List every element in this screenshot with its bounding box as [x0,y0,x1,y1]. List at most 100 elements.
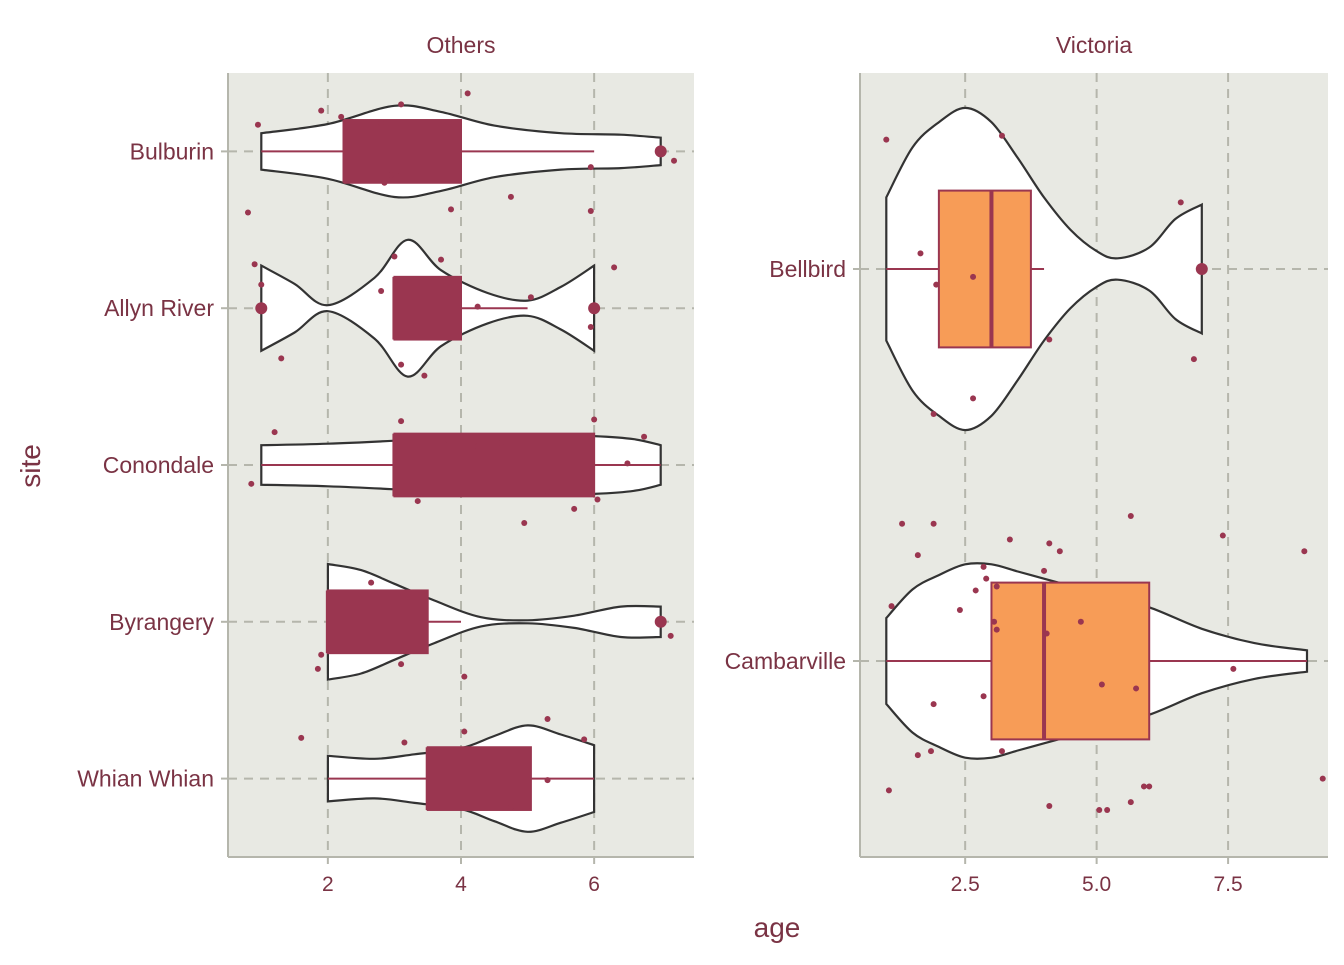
x-tick-label: 2 [322,873,334,896]
jitter-point [444,436,451,443]
jitter-point [251,261,258,268]
jitter-point [368,579,375,586]
y-tick-label: Cambarville [725,648,846,674]
jitter-point [398,418,405,425]
jitter-point [421,372,428,379]
x-tick-label: 5.0 [1082,873,1111,896]
outlier-point [588,302,601,315]
jitter-point [1006,536,1013,543]
jitter-point [1146,783,1153,790]
jitter-point [641,433,648,440]
jitter-point [271,429,278,436]
jitter-point [1133,685,1140,692]
jitter-point [507,803,514,810]
jitter-point [544,777,551,784]
jitter-point [914,552,921,559]
jitter-point [521,520,528,527]
panel-title: Victoria [1056,32,1132,58]
jitter-point [917,250,924,257]
jitter-point [544,488,551,495]
jitter-point [993,626,1000,633]
outlier-point [255,302,268,315]
y-tick-label: Conondale [103,452,214,478]
jitter-point [1140,783,1147,790]
jitter-point [587,164,594,171]
jitter-point [571,505,578,512]
jitter-point [991,618,998,625]
jitter-point [507,193,514,200]
jitter-point [983,575,990,582]
jitter-point [1096,806,1103,813]
y-tick-label: Bellbird [769,256,846,282]
jitter-point [970,273,977,280]
jitter-point [930,701,937,708]
jitter-point [1098,681,1105,688]
jitter-point [438,256,445,263]
jitter-point [1046,336,1053,343]
jitter-point [587,324,594,331]
jitter-point [899,520,906,527]
jitter-point [956,607,963,614]
jitter-point [611,264,618,271]
jitter-point [1041,567,1048,574]
box [990,581,1151,741]
box [426,746,532,811]
y-tick-label: Byrangery [109,609,214,635]
jitter-point [254,121,261,128]
jitter-point [914,752,921,759]
jitter-point [1230,665,1237,672]
jitter-point [1077,618,1084,625]
jitter-point [278,355,285,362]
jitter-point [378,287,385,294]
jitter-point [1046,540,1053,547]
x-tick-label: 2.5 [951,873,980,896]
jitter-point [298,734,305,741]
jitter-point [448,206,455,213]
jitter-point [587,207,594,214]
jitter-point [474,443,481,450]
jitter-point [1046,803,1053,810]
jitter-point [885,787,892,794]
jitter-point [998,748,1005,755]
jitter-point [398,661,405,668]
jitter-point [671,157,678,164]
box [937,189,1032,349]
y-tick-label: Allyn River [104,295,214,321]
jitter-point [248,480,255,487]
jitter-point [993,583,1000,590]
jitter-point [258,281,265,288]
jitter-point [318,107,325,114]
panel-title: Others [426,32,495,58]
jitter-point [381,179,388,186]
jitter-point [378,120,385,127]
box [393,432,596,498]
jitter-point [980,693,987,700]
jitter-point [398,168,405,175]
jitter-point [414,498,421,505]
jitter-point [398,361,405,368]
y-axis-label: site [15,444,46,488]
jitter-point [1104,806,1111,813]
jitter-point [338,113,345,120]
jitter-point [474,303,481,310]
jitter-point [972,587,979,594]
jitter-point [1319,775,1326,782]
jitter-point [883,136,890,143]
jitter-point [667,632,674,639]
y-tick-label: Bulburin [130,138,214,164]
jitter-point [1219,532,1226,539]
jitter-point [1056,548,1063,555]
outlier-point [654,615,667,628]
jitter-point [930,411,937,418]
jitter-point [1127,512,1134,519]
y-tick-label: Whian Whian [77,766,214,792]
jitter-point [591,416,598,423]
x-tick-label: 6 [588,873,600,896]
jitter-point [527,294,534,301]
x-axis-label: age [754,912,801,943]
jitter-point [888,603,895,610]
jitter-point [314,665,321,672]
jitter-point [391,253,398,260]
